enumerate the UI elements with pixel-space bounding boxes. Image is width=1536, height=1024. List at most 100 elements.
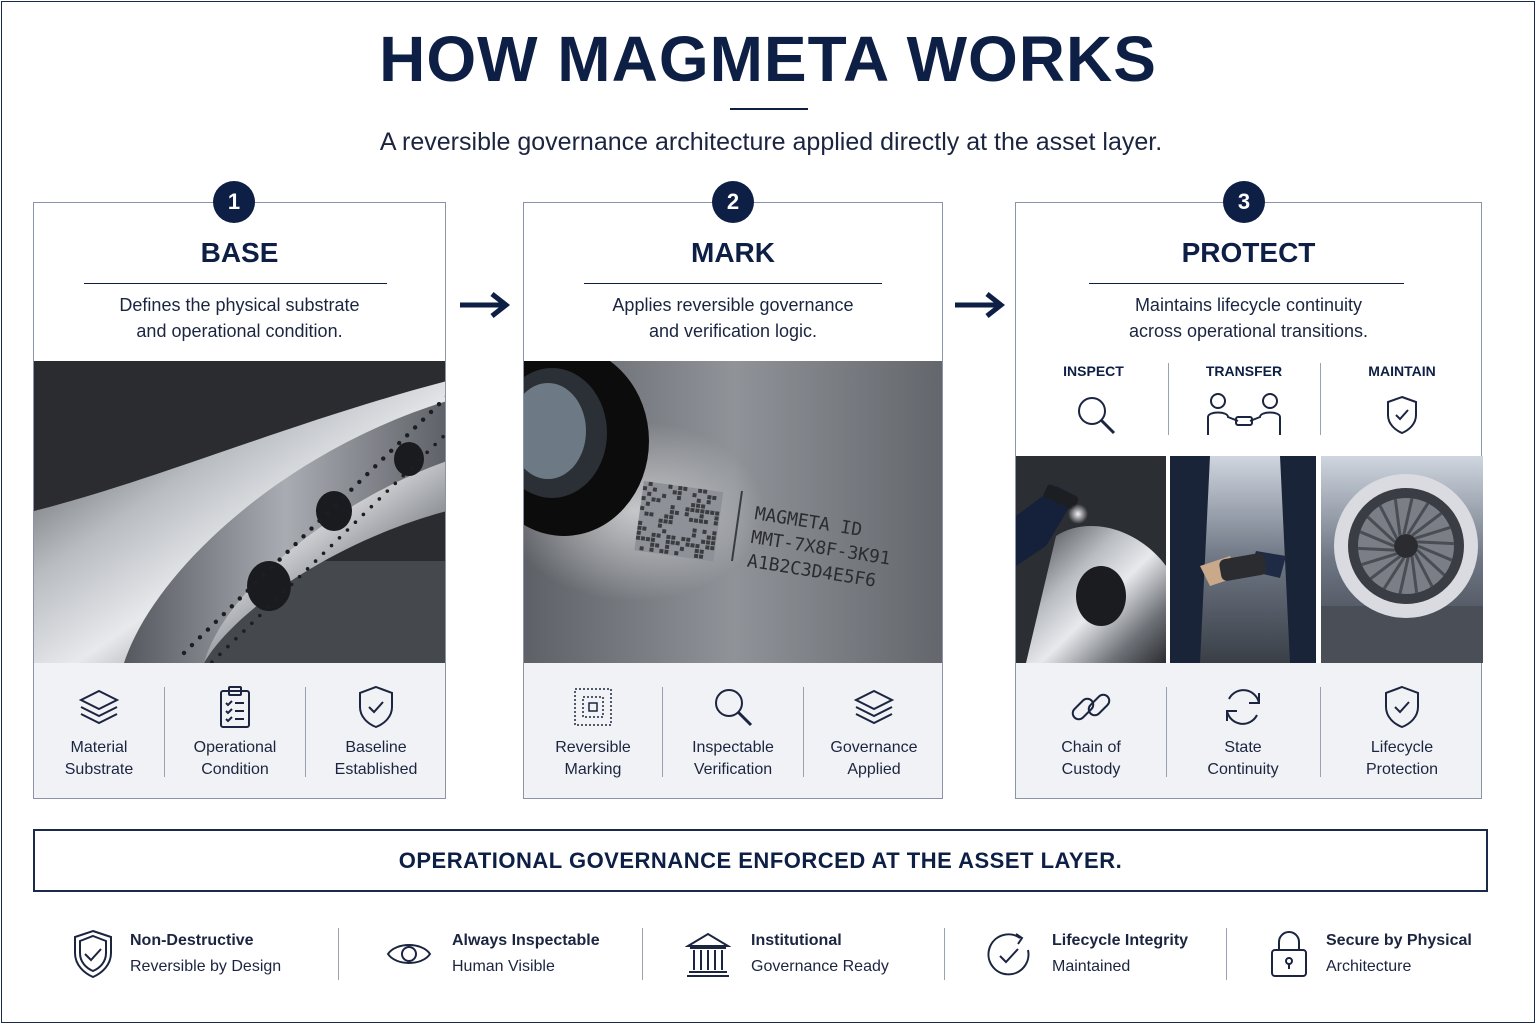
step-number-badge: 3	[1223, 181, 1265, 223]
stage-label-inspect: INSPECT	[1063, 363, 1124, 379]
bottom-feature-subtitle: Maintained	[1052, 958, 1131, 975]
step-description: Applies reversible governance and verifi…	[524, 292, 942, 344]
qr-code	[634, 480, 724, 562]
padlock-icon	[1271, 931, 1307, 977]
feature-divider	[662, 687, 663, 777]
bottom-divider	[944, 928, 945, 980]
stage-divider	[1168, 363, 1169, 435]
bottom-feature-subtitle: Reversible by Design	[130, 958, 282, 975]
feature-divider	[803, 687, 804, 777]
transfer-photo	[1170, 456, 1316, 663]
bottom-feature-secure-by-physical: Secure by Physical Architecture	[1266, 922, 1496, 986]
chain-link-icon	[1071, 693, 1111, 721]
marking-photo: MAGMETA ID MMT-7X8F-3K91 A1B2C3D4E5F6	[524, 361, 942, 663]
governance-banner: OPERATIONAL GOVERNANCE ENFORCED AT THE A…	[33, 829, 1488, 892]
bottom-feature-non-destructive: Non-Destructive Reversible by Design	[70, 922, 320, 986]
bottom-divider	[338, 928, 339, 980]
step-title-rule	[84, 283, 387, 284]
page-subtitle: A reversible governance architecture app…	[379, 128, 1163, 156]
layers-icon	[78, 689, 120, 725]
bottom-divider	[1226, 928, 1227, 980]
bottom-feature-title: Always Inspectable	[452, 932, 600, 949]
engine-photo	[1321, 456, 1483, 663]
magnifier-icon	[715, 689, 753, 727]
magnifier-icon	[1078, 397, 1116, 435]
stage-label-transfer: TRANSFER	[1205, 363, 1283, 379]
eye-icon	[386, 944, 432, 964]
bottom-feature-always-inspectable: Always Inspectable Human Visible	[386, 922, 626, 986]
feature-divider	[1320, 687, 1321, 777]
inspection-photo	[1016, 456, 1166, 663]
stage-divider	[1320, 363, 1321, 435]
step-number-badge: 2	[712, 181, 754, 223]
step-card-base: 1 BASE Defines the physical substrate an…	[33, 181, 446, 799]
bottom-feature-title: Non-Destructive	[130, 932, 254, 949]
shield-check-icon	[74, 929, 112, 979]
bottom-feature-title: Secure by Physical	[1326, 932, 1472, 949]
step-card-mark: 2 MARK Applies reversible governance and…	[523, 181, 943, 799]
refresh-icon	[1226, 689, 1260, 725]
clipboard-checklist-icon	[220, 686, 250, 728]
substrate-photo	[34, 361, 445, 663]
step-description-line: across operational transitions.	[1128, 321, 1369, 341]
bottom-divider	[642, 928, 643, 980]
step-description: Defines the physical substrate and opera…	[34, 292, 445, 344]
step-title: MARK	[691, 237, 775, 268]
layers-icon	[853, 689, 895, 725]
bottom-feature-institutional: Institutional Governance Ready	[685, 922, 925, 986]
step-description-line: and verification logic.	[648, 321, 818, 341]
step-description-line: Defines the physical substrate	[119, 295, 360, 315]
step-card-protect: 3 PROTECT Maintains lifecycle continuity…	[1015, 181, 1483, 799]
step-description: Maintains lifecycle continuity across op…	[1016, 292, 1481, 344]
cycle-check-icon	[987, 933, 1030, 976]
shield-check-icon	[1385, 685, 1419, 729]
arrow-right-icon	[460, 292, 510, 318]
institution-icon	[685, 932, 731, 977]
title-underline	[730, 108, 808, 110]
shield-check-icon	[359, 685, 393, 729]
bottom-feature-subtitle: Human Visible	[452, 958, 555, 975]
bottom-feature-subtitle: Governance Ready	[751, 958, 889, 975]
handover-icon	[1207, 393, 1281, 435]
step-title: PROTECT	[1181, 237, 1316, 268]
shield-check-icon	[1387, 395, 1417, 435]
bottom-feature-subtitle: Architecture	[1326, 958, 1412, 975]
qr-code-icon	[574, 688, 612, 726]
feature-divider	[164, 687, 165, 777]
bottom-feature-title: Institutional	[751, 932, 842, 949]
stage-label-maintain: MAINTAIN	[1368, 363, 1436, 379]
bottom-feature-lifecycle-integrity: Lifecycle Integrity Maintained	[986, 922, 1216, 986]
step-title-rule	[1089, 283, 1404, 284]
page-title: HOW MAGMETA WORKS	[379, 23, 1157, 95]
arrow-right-icon	[955, 292, 1005, 318]
step-number-badge: 1	[213, 181, 255, 223]
feature-divider	[1166, 687, 1167, 777]
step-title-rule	[584, 283, 882, 284]
step-description-line: and operational condition.	[136, 321, 343, 341]
step-title: BASE	[200, 237, 279, 268]
feature-divider	[305, 687, 306, 777]
bottom-feature-title: Lifecycle Integrity	[1052, 932, 1189, 949]
step-description-line: Applies reversible governance	[612, 295, 854, 315]
